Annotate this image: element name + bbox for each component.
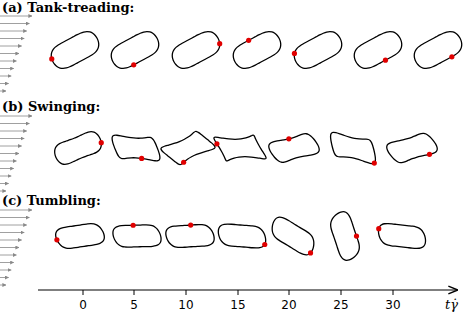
membrane-marker: [308, 250, 313, 255]
cell-outline: [269, 134, 319, 163]
shear-arrow: [0, 217, 29, 218]
shear-arrow: [0, 116, 32, 117]
shear-arrow: [0, 131, 27, 132]
axis-tick: [393, 290, 394, 295]
cell-outline: [112, 135, 160, 161]
cell-outline: [56, 224, 105, 249]
shear-arrow: [0, 123, 29, 124]
shear-arrow: [0, 16, 32, 17]
cell-outline: [387, 133, 437, 162]
shear-arrow: [0, 23, 29, 24]
cell-outline: [354, 32, 401, 69]
membrane-marker: [427, 152, 432, 157]
axis-tick: [289, 290, 290, 295]
shear-arrow: [0, 83, 9, 84]
cell-outline: [378, 224, 425, 249]
shear-arrow: [0, 68, 14, 69]
shear-arrow: [0, 91, 6, 92]
shear-arrow: [0, 53, 19, 54]
axis-tick: [186, 290, 187, 295]
shear-arrow: [0, 285, 6, 286]
shear-arrow: [0, 262, 14, 263]
cell-outline: [331, 132, 376, 163]
shear-arrow: [0, 277, 9, 278]
tick-label: 20: [281, 299, 296, 311]
membrane-marker: [188, 223, 193, 228]
shear-arrow: [0, 270, 11, 271]
axis-tick: [341, 290, 342, 295]
tick-label: 5: [130, 299, 138, 311]
membrane-marker: [54, 237, 59, 242]
cell-outline: [51, 32, 98, 69]
cell-outline: [272, 217, 314, 255]
cell-outline: [172, 32, 219, 69]
shear-arrow: [0, 240, 22, 241]
membrane-marker: [214, 141, 219, 146]
shear-arrow: [0, 153, 19, 154]
shear-arrow: [0, 46, 22, 47]
axis-tick: [83, 290, 84, 295]
cell-outline: [414, 32, 461, 69]
cell-outline: [161, 131, 215, 164]
axis-tick: [134, 290, 135, 295]
membrane-marker: [139, 156, 144, 161]
cell-outline: [55, 132, 102, 165]
shear-arrow: [0, 61, 16, 62]
shear-arrow: [0, 176, 11, 177]
panel-title: (b) Swinging:: [2, 100, 100, 113]
membrane-marker: [286, 136, 291, 141]
membrane-marker: [131, 62, 136, 67]
membrane-marker: [131, 223, 136, 228]
membrane-marker: [246, 38, 251, 43]
panel-title: (a) Tank-treading:: [2, 1, 134, 14]
shear-arrow: [0, 191, 6, 192]
shear-arrow: [0, 76, 11, 77]
shear-arrow: [0, 38, 24, 39]
cell-outline: [214, 135, 266, 161]
shear-arrow: [0, 31, 27, 32]
shear-arrow: [0, 247, 19, 248]
membrane-marker: [99, 140, 104, 145]
shear-arrow: [0, 255, 16, 256]
shear-arrow: [0, 183, 9, 184]
cell-outline: [113, 225, 161, 247]
axis-tick: [238, 290, 239, 295]
tick-label: 15: [230, 299, 245, 311]
membrane-marker: [49, 56, 54, 61]
membrane-marker: [181, 160, 186, 165]
membrane-marker: [372, 160, 377, 165]
tick-label: 30: [385, 299, 400, 311]
shear-arrow: [0, 168, 14, 169]
cell-outline: [331, 212, 360, 261]
tick-label: 25: [333, 299, 348, 311]
tick-label: 10: [178, 299, 193, 311]
cell-outline: [218, 224, 265, 248]
cell-outline: [294, 32, 341, 69]
axis-label: tγ̇: [445, 298, 458, 311]
membrane-marker: [354, 233, 359, 238]
shear-arrow: [0, 210, 32, 211]
membrane-marker: [262, 242, 267, 247]
membrane-marker: [376, 226, 381, 231]
membrane-marker: [383, 58, 388, 63]
cell-outline: [166, 225, 214, 248]
membrane-marker: [217, 41, 222, 46]
tick-label: 0: [79, 299, 87, 311]
shear-arrow: [0, 146, 22, 147]
time-axis: [38, 289, 457, 290]
cell-outline: [233, 32, 280, 69]
membrane-marker: [292, 51, 297, 56]
shear-arrow: [0, 225, 27, 226]
shear-arrow: [0, 161, 16, 162]
cell-outline: [111, 32, 158, 69]
membrane-marker: [449, 54, 454, 59]
shear-arrow: [0, 138, 24, 139]
shear-arrow: [0, 232, 24, 233]
panel-title: (c) Tumbling:: [2, 194, 101, 207]
